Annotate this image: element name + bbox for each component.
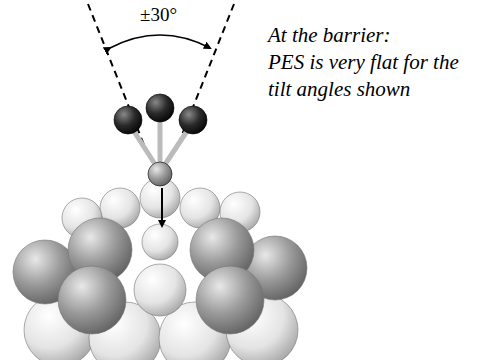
molecule-atoms xyxy=(114,94,207,186)
approach-arrow xyxy=(161,188,163,226)
note-text: PES is very flat for the tilt angles sho… xyxy=(268,49,480,103)
note-heading: At the barrier: xyxy=(268,22,480,49)
angle-label: ±30° xyxy=(138,4,179,26)
angle-arc xyxy=(110,35,210,48)
tilt-line xyxy=(176,4,234,150)
metal-atoms xyxy=(13,178,307,360)
